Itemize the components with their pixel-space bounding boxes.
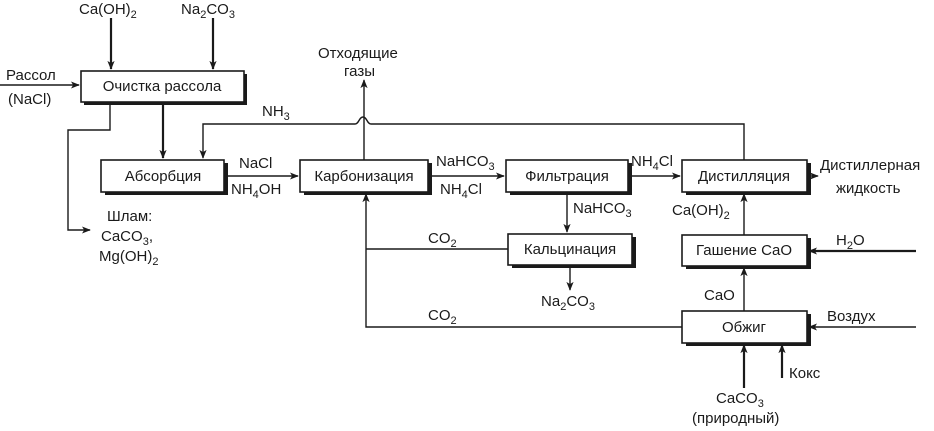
label-nh3: NH3 xyxy=(262,103,290,123)
label-brine-1: Рассол xyxy=(6,67,56,84)
box-slaking-label: Гашение CaO xyxy=(696,242,792,259)
label-co2-upper: CO2 xyxy=(428,230,457,250)
nh3-line-bridge xyxy=(354,116,372,125)
label-co2-lower: CO2 xyxy=(428,307,457,327)
box-slaking: Гашение CaO xyxy=(681,234,811,269)
label-distiller-1: Дистиллерная xyxy=(820,157,920,174)
co2-lower-line xyxy=(362,193,682,328)
label-caoh2-top: Ca(OH)2 xyxy=(79,1,137,21)
box-calcination-label: Кальцинация xyxy=(524,241,616,258)
box-filtration: Фильтрация xyxy=(505,159,632,195)
nh3-line-left xyxy=(199,123,355,159)
label-offgas-2: газы xyxy=(344,63,375,80)
box-calcination: Кальцинация xyxy=(507,233,636,268)
label-h2o: H2O xyxy=(836,232,865,252)
box-carbonization-label: Карбонизация xyxy=(314,168,413,185)
label-nh4cl-lower: NH4Cl xyxy=(440,181,482,201)
box-filtration-label: Фильтрация xyxy=(525,168,609,185)
box-purification-label: Очистка рассола xyxy=(103,78,222,95)
label-coke: Кокс xyxy=(789,365,821,382)
arrow-sludge xyxy=(67,102,111,234)
box-purification: Очистка рассола xyxy=(80,70,247,105)
label-air: Воздух xyxy=(827,308,876,325)
label-nahco3-top: NaHCO3 xyxy=(436,153,495,173)
box-distillation: Дистилляция xyxy=(681,159,811,195)
nh3-line-right xyxy=(371,123,745,160)
label-caoh2-mid: Ca(OH)2 xyxy=(672,202,730,222)
label-na2co3-bottom: Na2CO3 xyxy=(541,293,595,313)
label-nacl: NaCl xyxy=(239,155,272,172)
box-carbonization: Карбонизация xyxy=(299,159,432,195)
label-sludge-3: Mg(OH)2 xyxy=(99,248,158,268)
label-cao: CaO xyxy=(704,287,735,304)
label-sludge-1: Шлам: xyxy=(107,208,152,225)
box-firing-label: Обжиг xyxy=(722,319,767,336)
box-absorption-label: Абсорбция xyxy=(125,168,201,185)
label-offgas-1: Отходящие xyxy=(318,45,398,62)
label-na2co3-top: Na2CO3 xyxy=(181,1,235,21)
box-firing: Обжиг xyxy=(681,310,811,346)
label-caco3-bottom: CaCO3 xyxy=(716,390,764,410)
label-sludge-2: CaCO3, xyxy=(101,228,153,248)
label-distiller-2: жидкость xyxy=(836,180,901,197)
label-natural: (природный) xyxy=(692,410,779,427)
box-distillation-label: Дистилляция xyxy=(698,168,790,185)
label-nh4cl-upper: NH4Cl xyxy=(631,153,673,173)
label-nh4oh: NH4OH xyxy=(231,181,281,201)
box-absorption: Абсорбция xyxy=(100,159,228,195)
label-nahco3-down: NaHCO3 xyxy=(573,200,632,220)
label-brine-2: (NaCl) xyxy=(8,91,51,108)
